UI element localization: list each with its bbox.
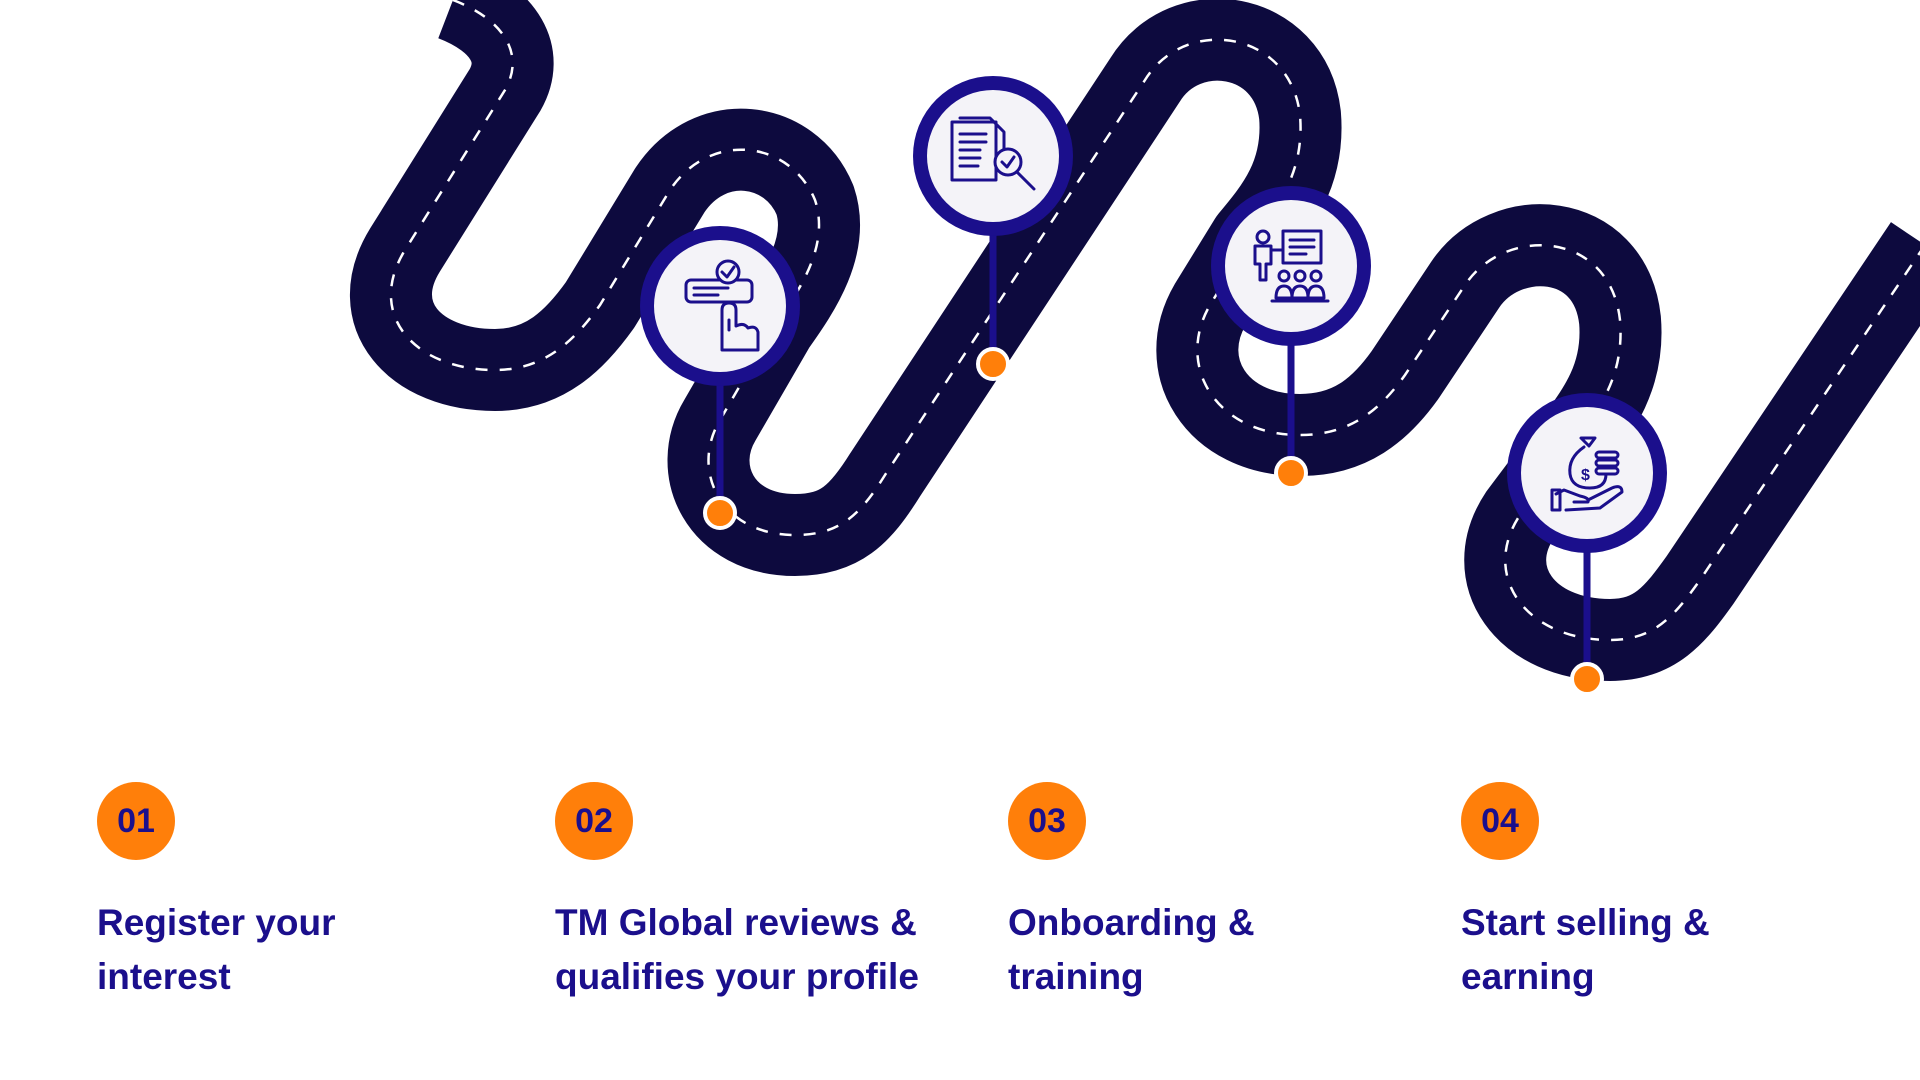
- step-2: 02 TM Global reviews & qualifies your pr…: [555, 782, 995, 1004]
- milestone-marker-3: [1211, 186, 1371, 490]
- step-title: Start selling & earning: [1461, 902, 1710, 997]
- step-number-badge: 03: [1008, 782, 1086, 860]
- step-4: 04 Start selling & earning: [1461, 782, 1901, 1004]
- step-number-badge: 04: [1461, 782, 1539, 860]
- step-title: Register your interest: [97, 902, 336, 997]
- svg-text:$: $: [1581, 467, 1590, 484]
- milestone-marker-2: [913, 76, 1073, 381]
- checklist-tap-icon: [684, 259, 760, 352]
- money-hand-icon: $: [1550, 436, 1624, 512]
- document-search-icon: [950, 116, 1036, 191]
- milestone-marker-1: [640, 226, 800, 530]
- step-title: Onboarding & training: [1008, 902, 1255, 997]
- step-number-badge: 02: [555, 782, 633, 860]
- step-title: TM Global reviews & qualifies your profi…: [555, 902, 919, 997]
- step-1: 01 Register your interest: [97, 782, 537, 1004]
- step-3: 03 Onboarding & training: [1008, 782, 1448, 1004]
- presentation-training-icon: [1253, 229, 1330, 303]
- milestone-marker-4: $: [1507, 393, 1667, 696]
- winding-road: [350, 0, 1920, 681]
- step-number-badge: 01: [97, 782, 175, 860]
